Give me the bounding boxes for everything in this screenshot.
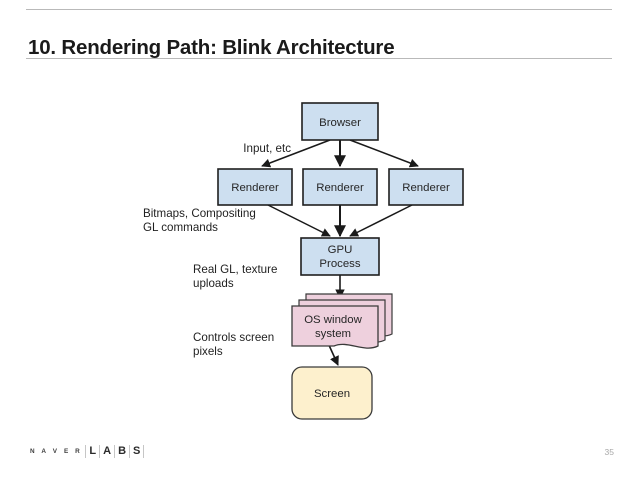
edge-label-input-etc: Input, etc xyxy=(243,142,291,155)
header-divider-bottom xyxy=(26,58,612,59)
node-browser-label: Browser xyxy=(319,117,361,129)
logo-labs-letter-s: S xyxy=(130,444,145,458)
edge-renderer-right-to-gpu xyxy=(349,204,413,237)
edge-browser-to-renderer-right xyxy=(349,139,419,168)
page-title: 10. Rendering Path: Blink Architecture xyxy=(28,35,395,59)
edge-label-controls-line2: pixels xyxy=(193,345,223,358)
edge-label-bitmaps-compositing: Bitmaps, Compositing GL commands xyxy=(143,207,256,234)
node-os-window-system-label-line1: OS window xyxy=(304,314,362,326)
edge-label-bitmaps-line2: GL commands xyxy=(143,221,218,234)
edge-label-bitmaps-line1: Bitmaps, Compositing xyxy=(143,207,256,220)
edge-label-realgl-line2: uploads xyxy=(193,277,234,290)
node-os-window-system-label-line2: system xyxy=(315,328,351,340)
logo-naver-wordmark: N A V E R xyxy=(30,447,83,455)
edge-label-realgl-line1: Real GL, texture xyxy=(193,263,277,276)
header-divider-top xyxy=(26,9,612,10)
node-renderer-left[interactable]: Renderer xyxy=(217,168,293,206)
blink-architecture-diagram: Browser Renderer Renderer Renderer GPU P… xyxy=(0,62,638,427)
edge-renderer-left-to-gpu xyxy=(267,204,331,237)
node-gpu-process-label-line1: GPU xyxy=(328,244,353,256)
edge-label-real-gl-texture-uploads: Real GL, texture uploads xyxy=(193,263,277,290)
node-renderer-right-label: Renderer xyxy=(402,182,450,194)
logo-labs-letter-b: B xyxy=(115,444,131,458)
node-os-window-system[interactable]: OS window system xyxy=(291,293,393,349)
node-renderer-right[interactable]: Renderer xyxy=(388,168,464,206)
edge-label-controls-screen-pixels: Controls screen pixels xyxy=(193,331,274,358)
edge-label-controls-line1: Controls screen xyxy=(193,331,274,344)
node-gpu-process[interactable]: GPU Process xyxy=(300,237,380,276)
node-screen[interactable]: Screen xyxy=(291,366,373,420)
node-screen-label: Screen xyxy=(314,388,350,400)
naver-labs-logo: N A V E R L A B S xyxy=(30,444,145,458)
logo-labs-wordmark: L A B S xyxy=(85,444,145,458)
node-browser[interactable]: Browser xyxy=(301,102,379,141)
node-renderer-center-label: Renderer xyxy=(316,182,364,194)
edge-oswindow-to-screen xyxy=(327,342,339,366)
node-renderer-center[interactable]: Renderer xyxy=(302,168,378,206)
page-number: 35 xyxy=(604,447,614,457)
node-gpu-process-label-line2: Process xyxy=(319,258,360,270)
logo-labs-letter-a: A xyxy=(100,444,116,458)
logo-labs-letter-l: L xyxy=(86,444,101,458)
os-window-stack-sheet-front xyxy=(291,305,379,349)
edge-browser-to-renderer-left xyxy=(261,139,331,168)
node-renderer-left-label: Renderer xyxy=(231,182,279,194)
edge-label-input-etc-text: Input, etc xyxy=(243,142,291,155)
